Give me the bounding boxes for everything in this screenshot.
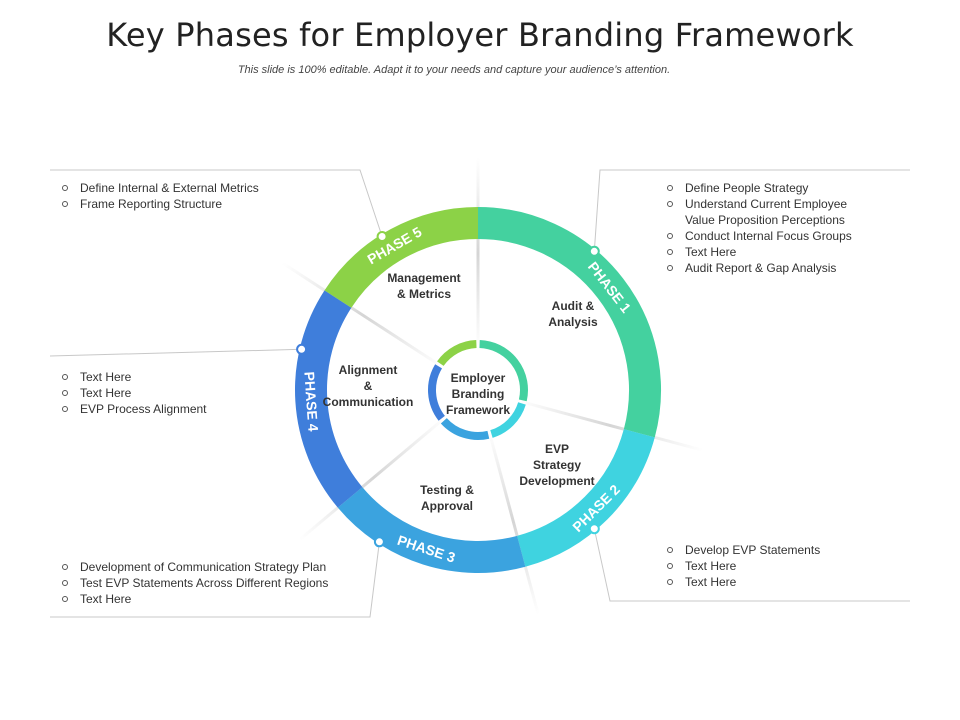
sector-line: Strategy [532, 458, 582, 472]
divider-shadow-5 [281, 261, 446, 370]
inner-ring [428, 340, 528, 440]
phase-5-connector [50, 169, 383, 237]
connector-dot-3 [373, 536, 385, 548]
inner-phase-2-segment [490, 402, 526, 438]
sector-line: & [363, 379, 373, 393]
sector-line: & Metrics [396, 287, 452, 301]
phase-1-connector [593, 169, 910, 252]
inner-phase-3-segment [440, 417, 490, 440]
connector-dot-4 [296, 343, 308, 355]
phase-4-connector [49, 348, 302, 357]
inner-phase-1-segment [479, 340, 528, 402]
sector-line: Analysis [548, 315, 598, 329]
sector-line: Approval [420, 499, 473, 513]
bullet-item: Text Here [60, 369, 280, 385]
phase-1-bullets: Define People Strategy Understand Curren… [665, 180, 880, 276]
phase-2-bullets: Develop EVP Statements Text Here Text He… [665, 542, 885, 590]
callout-connectors [49, 169, 910, 618]
connector-dot-1 [588, 245, 600, 257]
sector-label-phase-4: Alignment & Communication [313, 362, 423, 410]
divider-shadow-4 [298, 414, 449, 541]
bullet-item: Test EVP Statements Across Different Reg… [60, 575, 380, 591]
sector-label-phase-5: Management & Metrics [374, 270, 474, 302]
bullet-item: Define Internal & External Metrics [60, 180, 340, 196]
page-title: Key Phases for Employer Branding Framewo… [106, 16, 854, 54]
sector-label-phase-1: Audit & Analysis [523, 298, 623, 330]
phase-4-bullets: Text Here Text Here EVP Process Alignmen… [60, 369, 280, 417]
sector-line: EVP [544, 442, 569, 456]
phase-label-4: PHASE 4 [301, 371, 321, 432]
page-subtitle: This slide is 100% editable. Adapt it to… [237, 64, 671, 76]
inner-phase-5-segment [437, 340, 477, 367]
bullet-item: Text Here [665, 558, 885, 574]
phase-1-segment [477, 207, 661, 438]
sector-line: Testing & [420, 483, 474, 497]
bullet-item: Development of Communication Strategy Pl… [60, 559, 380, 575]
phase-3-connector [50, 541, 380, 618]
phase-ring [295, 207, 661, 573]
sector-line: Alignment [338, 363, 398, 377]
bullet-item: Conduct Internal Focus Groups [665, 228, 880, 244]
bullet-item: Audit Report & Gap Analysis [665, 260, 880, 276]
phase-2-connector [593, 528, 910, 602]
connector-dot-2 [588, 523, 600, 535]
sector-label-phase-3: Testing & Approval [397, 482, 497, 514]
bullet-item: Text Here [665, 574, 885, 590]
divider-shadow-1 [476, 157, 480, 350]
connector-dots [296, 231, 600, 548]
bullet-item: EVP Process Alignment [60, 401, 280, 417]
bullet-item: Define People Strategy [665, 180, 880, 196]
bullet-item: Frame Reporting Structure [60, 196, 340, 212]
inner-phase-4-segment [428, 364, 446, 421]
phase-2-segment [516, 428, 655, 567]
divider-shadow-2 [516, 398, 704, 452]
sector-line: Development [519, 474, 595, 488]
phase-3-bullets: Development of Communication Strategy Pl… [60, 559, 380, 607]
bullet-item: Text Here [60, 591, 380, 607]
sector-line: Management [387, 271, 461, 285]
bullet-item: Text Here [665, 244, 880, 260]
bullet-item: Understand Current Employee Value Propos… [665, 196, 880, 228]
bullet-item: Text Here [60, 385, 280, 401]
sector-line: Audit & [551, 299, 595, 313]
phase-3-segment [337, 486, 526, 573]
sector-line: Communication [322, 395, 414, 409]
phase-4-segment [295, 290, 363, 508]
sector-label-phase-2: EVP Strategy Development [507, 441, 607, 489]
connector-dot-5 [376, 231, 388, 242]
divider-shadows [281, 157, 704, 616]
phase-5-segment [324, 207, 479, 309]
bullet-item: Develop EVP Statements [665, 542, 885, 558]
phase-5-bullets: Define Internal & External Metrics Frame… [60, 180, 340, 212]
divider-shadow-3 [486, 428, 540, 616]
center-label: Employer Branding Framework [445, 371, 511, 417]
